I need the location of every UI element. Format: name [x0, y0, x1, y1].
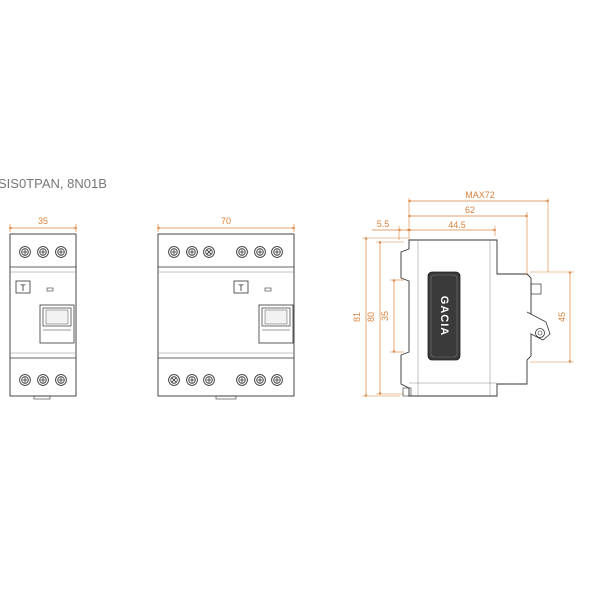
toggle-lever-icon — [39, 304, 75, 344]
dim-label-5-5: 5.5 — [377, 219, 390, 229]
dim-label-max72: MAX72 — [465, 190, 495, 200]
dimension-35-side: 35 — [380, 278, 404, 354]
side-profile-body — [400, 239, 532, 397]
dim-label-62: 62 — [465, 205, 475, 215]
test-button-label: T — [238, 283, 244, 293]
dim-label-81: 81 — [352, 312, 362, 322]
dim-label-80: 80 — [366, 312, 376, 322]
brand-badge-icon: GACIA — [427, 271, 461, 361]
dimension-45: 45 — [530, 270, 574, 364]
dimension-max72: MAX72 — [407, 190, 550, 272]
dim-label-35: 35 — [38, 216, 48, 226]
dimension-81: 81 — [352, 236, 408, 398]
dim-label-35-side: 35 — [380, 311, 390, 321]
toggle-lever-icon — [526, 311, 551, 341]
dimension-5-5: 5.5 — [372, 219, 411, 240]
dimension-width-70: 70 — [156, 216, 296, 232]
test-button-icon: T — [15, 280, 31, 294]
dim-label-45: 45 — [557, 312, 567, 322]
test-button-label: T — [20, 283, 26, 293]
side-view: MAX72 62 44.5 5.5 81 80 — [352, 190, 574, 398]
dimension-80: 80 — [366, 240, 404, 396]
dimension-44-5: 44.5 — [407, 220, 497, 236]
test-button-icon: T — [233, 280, 249, 294]
dimension-width-35: 35 — [8, 216, 78, 232]
front-view-double: 70 T — [156, 216, 296, 400]
toggle-lever-icon — [258, 304, 294, 344]
brand-label: GACIA — [438, 296, 450, 336]
dim-label-44-5: 44.5 — [448, 220, 466, 230]
dimension-62: 62 — [407, 205, 529, 274]
dim-label-70: 70 — [221, 216, 231, 226]
cropped-caption: SIS0TPAN, 8N01B — [0, 176, 107, 191]
front-view-single: 35 T — [8, 216, 78, 400]
